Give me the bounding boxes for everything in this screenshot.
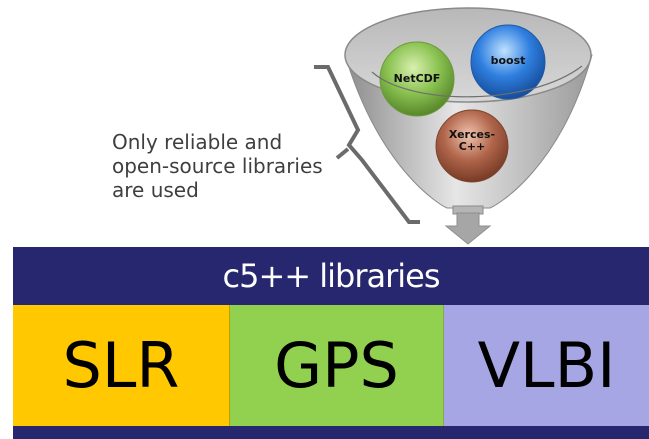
funnel-diagram <box>314 7 593 245</box>
module-gps: GPS <box>230 305 444 426</box>
caption: Only reliable and open-source libraries … <box>112 130 342 202</box>
xerces-sphere <box>435 109 509 183</box>
netcdf-sphere <box>379 41 455 117</box>
netcdf-label: NetCDF <box>393 72 441 85</box>
module-vlbi: VLBI <box>444 305 649 426</box>
xerces-label: Xerces- C++ <box>448 128 496 153</box>
module-blocks: SLR GPS VLBI <box>13 305 649 426</box>
libraries-bar: c5++ libraries <box>13 247 649 305</box>
caption-line: Only reliable and <box>112 130 283 154</box>
libraries-title: c5++ libraries <box>222 257 440 295</box>
boost-label: boost <box>490 54 526 67</box>
bracket-tick <box>335 147 350 160</box>
boost-sphere <box>470 24 546 100</box>
caption-line: open-source libraries <box>112 154 323 178</box>
bottom-bar <box>13 426 649 439</box>
module-slr: SLR <box>13 305 230 426</box>
down-arrow-icon <box>444 212 492 245</box>
bracket <box>314 65 420 224</box>
caption-line: are used <box>112 178 199 202</box>
funnel-inner-rim <box>371 65 583 98</box>
